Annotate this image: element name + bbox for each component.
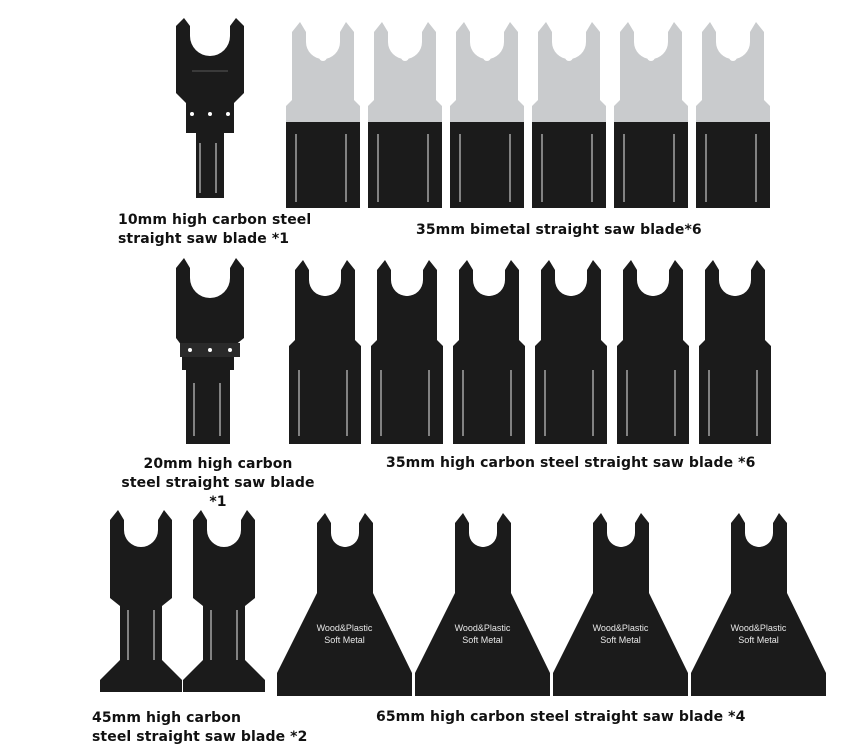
blade-35mm-bimetal-1: [286, 22, 360, 208]
blade-35mm-hcs-1: [289, 260, 361, 444]
blade-35mm-hcs-2: [371, 260, 443, 444]
label-45mm: 45mm high carbon steel straight saw blad…: [92, 709, 307, 747]
blade-65mm-4-text1: Wood&Plastic: [731, 623, 787, 633]
blade-65mm-1-text2: Soft Metal: [324, 635, 365, 645]
blade-65mm-3-text2: Soft Metal: [600, 635, 641, 645]
blade-35mm-bimetal-2: [368, 22, 442, 208]
label-65mm: 65mm high carbon steel straight saw blad…: [376, 709, 746, 725]
blade-65mm-2: Wood&Plastic Soft Metal: [415, 513, 550, 696]
label-20mm-line1: 20mm high carbon: [143, 456, 293, 472]
label-10mm: 10mm high carbon steel straight saw blad…: [118, 211, 311, 249]
label-20mm: 20mm high carbon steel straight saw blad…: [118, 455, 318, 512]
blade-35mm-hcs-5: [617, 260, 689, 444]
blade-10mm: [176, 18, 244, 198]
blade-35mm-hcs-3: [453, 260, 525, 444]
blade-35mm-hcs-4: [535, 260, 607, 444]
blade-65mm-2-text2: Soft Metal: [462, 635, 503, 645]
blade-65mm-1: Wood&Plastic Soft Metal: [277, 513, 412, 696]
blade-20mm: [176, 258, 244, 444]
blade-65mm-3: Wood&Plastic Soft Metal: [553, 513, 688, 696]
label-35mm-bimetal: 35mm bimetal straight saw blade*6: [416, 222, 702, 238]
blade-65mm-1-text1: Wood&Plastic: [317, 623, 373, 633]
blade-65mm-2-text1: Wood&Plastic: [455, 623, 511, 633]
blade-35mm-bimetal-4: [532, 22, 606, 208]
label-35mm-hcs: 35mm high carbon steel straight saw blad…: [386, 455, 756, 471]
blade-45mm-1: [100, 510, 182, 692]
blade-35mm-bimetal-6: [696, 22, 770, 208]
blade-35mm-bimetal-5: [614, 22, 688, 208]
blade-65mm-4: Wood&Plastic Soft Metal: [691, 513, 826, 696]
blade-35mm-bimetal-3: [450, 22, 524, 208]
label-10mm-line1: 10mm high carbon steel: [118, 212, 312, 228]
label-20mm-line2: steel straight saw blade *1: [121, 475, 315, 510]
blade-65mm-4-text2: Soft Metal: [738, 635, 779, 645]
blade-35mm-hcs-6: [699, 260, 771, 444]
blade-45mm-2: [183, 510, 265, 692]
label-10mm-line2: straight saw blade *1: [118, 231, 290, 247]
label-45mm-line1: 45mm high carbon: [92, 710, 242, 726]
blade-65mm-3-text1: Wood&Plastic: [593, 623, 649, 633]
label-45mm-line2: steel straight saw blade *2: [92, 729, 308, 745]
